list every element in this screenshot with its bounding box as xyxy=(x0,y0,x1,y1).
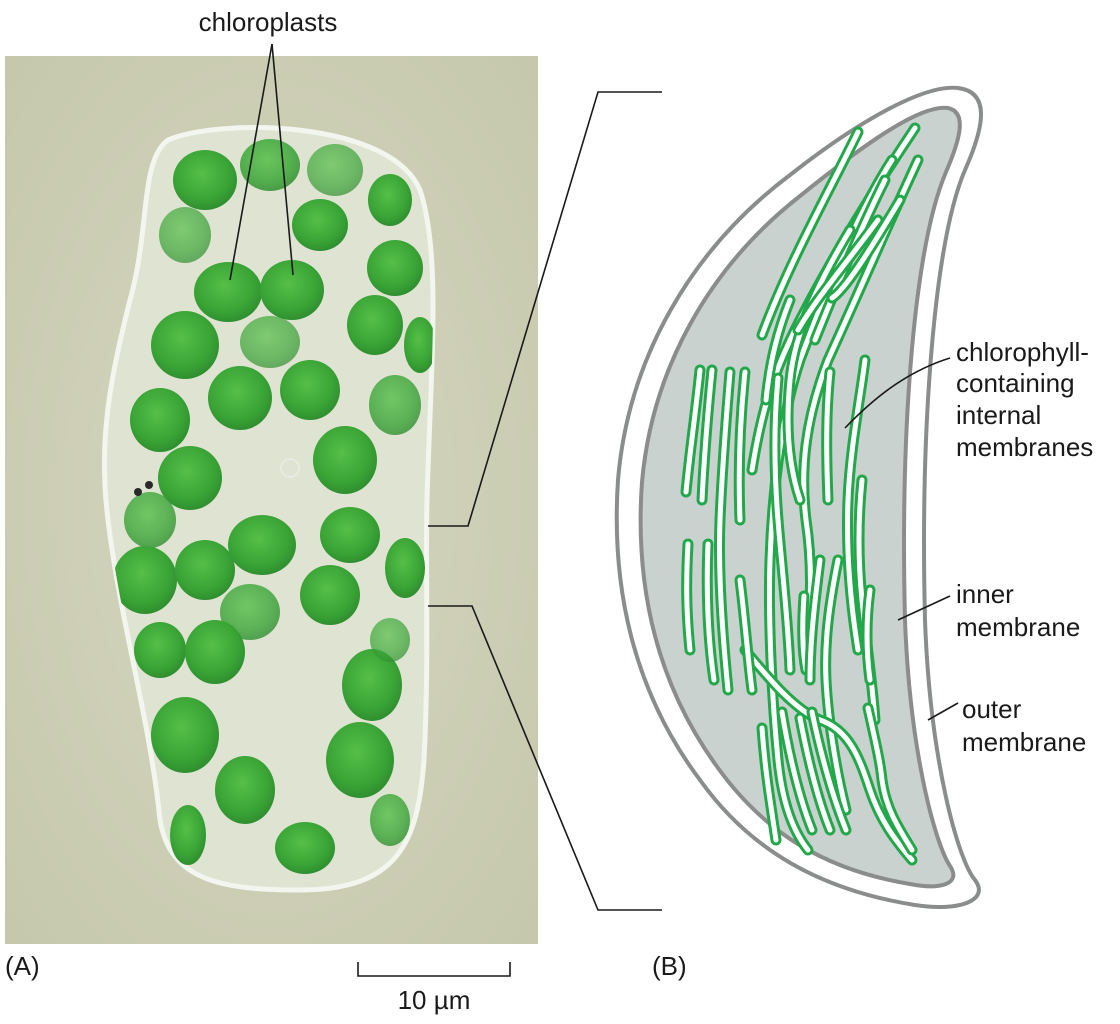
thylakoid-lumen xyxy=(737,577,755,693)
thylakoid-lumen xyxy=(795,217,881,333)
thylakoid-lumen xyxy=(684,541,693,653)
outer-membrane-label-line-2: membrane xyxy=(962,727,1086,757)
scale-bar-label: 10 µm xyxy=(398,985,471,1015)
thylakoid-lumen xyxy=(759,129,861,338)
thylakoid-lumen xyxy=(704,541,717,683)
thylakoid-lumen xyxy=(797,715,833,833)
internal-membranes xyxy=(680,122,924,866)
thylakoid-lumen xyxy=(864,587,873,683)
chloroplasts-leader-right xyxy=(271,43,294,276)
thylakoid-lumen xyxy=(736,369,748,523)
granule xyxy=(134,488,142,496)
outer-membrane-leader xyxy=(927,702,959,721)
thylakoid-lumen xyxy=(801,157,921,663)
thylakoid-lumen xyxy=(772,375,793,673)
thylakoid-lumen xyxy=(823,557,849,813)
thylakoid-lumen xyxy=(759,725,779,843)
internal-membranes-label-line-2: containing xyxy=(956,368,1075,398)
internal-membranes-label-line-4: membranes xyxy=(956,432,1093,462)
zoom-bracket-top xyxy=(428,91,662,527)
thylakoid-lumen xyxy=(844,357,868,653)
thylakoid-lumen xyxy=(683,367,703,495)
thylakoid-lumen xyxy=(785,227,853,503)
inner-membrane-label-line-1: inner xyxy=(956,579,1014,609)
internal-membranes-label-line-1: chlorophyll- xyxy=(956,337,1089,367)
thylakoid-lumen xyxy=(809,709,849,833)
panel-b-label: (B) xyxy=(652,951,687,981)
scale-bar xyxy=(357,962,511,977)
thylakoid-lumen xyxy=(716,369,733,693)
thylakoid-lumen xyxy=(865,705,915,853)
thylakoid-lumen xyxy=(829,197,903,301)
internal-membranes-label-line-3: internal xyxy=(956,400,1041,430)
thylakoid-lumen xyxy=(779,709,815,833)
thylakoid-lumen xyxy=(763,297,793,403)
zoom-bracket-bottom xyxy=(428,605,662,911)
chloroplast-cluster xyxy=(113,139,434,874)
inner-membrane-leader xyxy=(897,595,951,621)
thylakoid-lumen xyxy=(742,647,915,863)
micrograph-panel xyxy=(5,56,538,944)
outer-membrane-label-line-1: outer xyxy=(962,694,1022,724)
panel-a-label: (A) xyxy=(5,951,40,981)
thylakoid-lumen xyxy=(807,557,823,683)
granule xyxy=(145,481,153,489)
thylakoid-lumen xyxy=(699,367,715,503)
chloroplasts-label: chloroplasts xyxy=(199,7,338,37)
inner-membrane-label-line-2: membrane xyxy=(956,612,1080,642)
vesicle xyxy=(280,458,300,478)
chloroplasts-leader-left xyxy=(229,43,273,281)
chloroplast-diagram xyxy=(614,85,983,909)
internal-membranes-leader xyxy=(844,357,951,429)
thylakoid-lumen xyxy=(824,369,833,503)
